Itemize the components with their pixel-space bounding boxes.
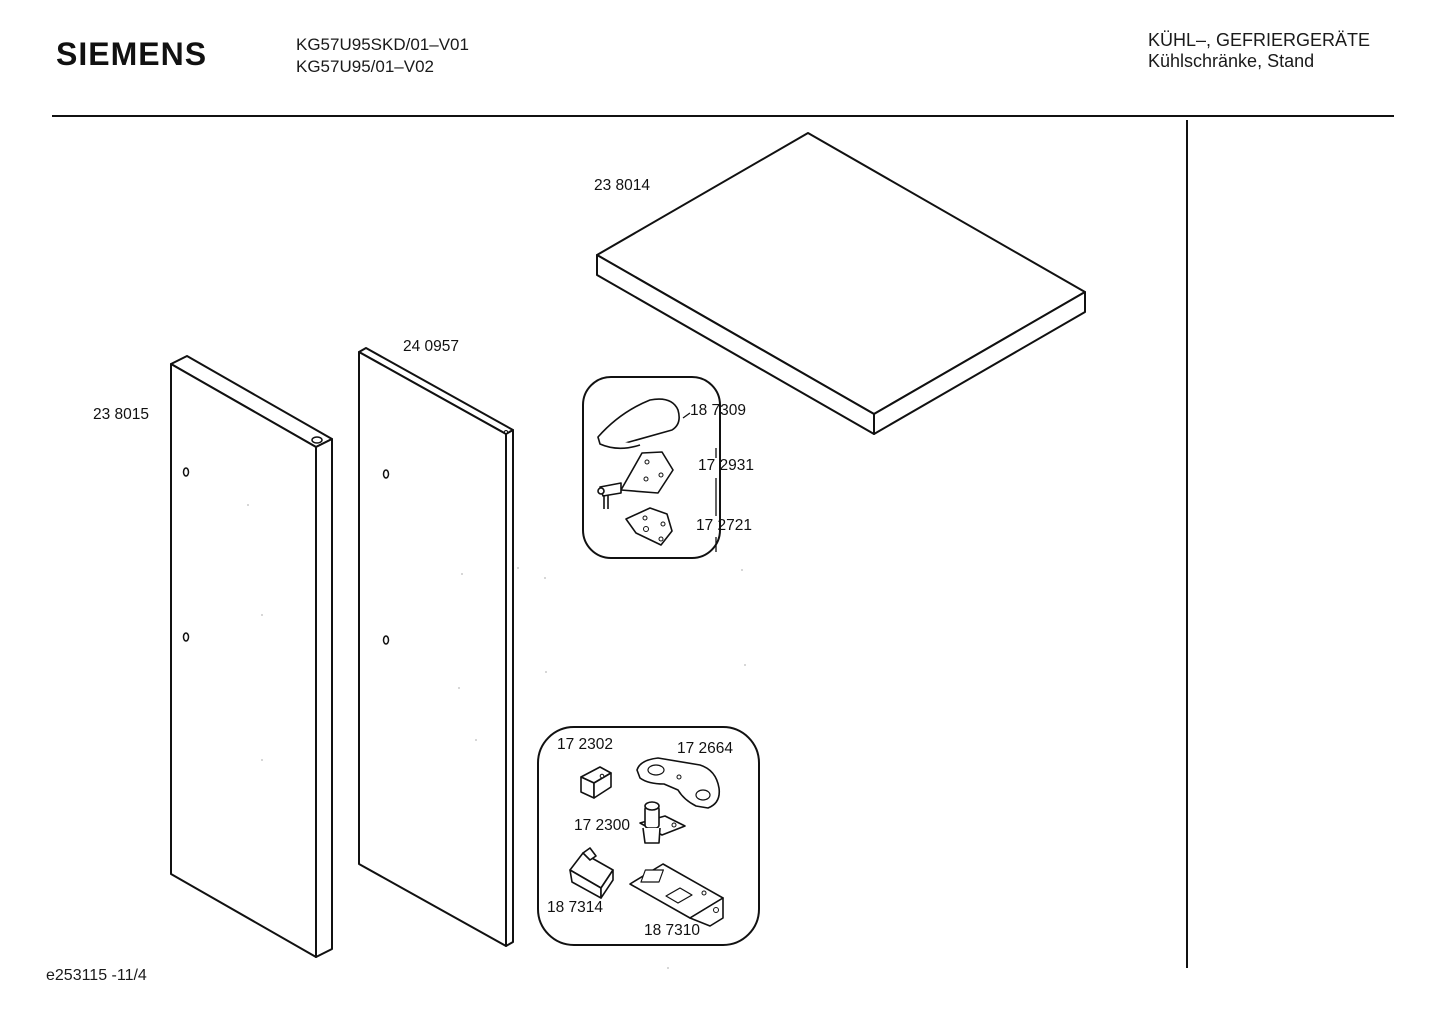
hinge-plate-part[interactable] — [597, 451, 674, 509]
model-number-1: KG57U95SKD/01–V01 — [296, 35, 469, 54]
category-subtitle: Kühlschränke, Stand — [1148, 51, 1315, 71]
label-side-panel-outer: 23 8015 — [93, 406, 150, 423]
label-hinge-base-plate: 17 2721 — [696, 517, 753, 534]
hinge-upper-part[interactable] — [636, 757, 721, 809]
label-cover-cap: 18 7314 — [547, 899, 604, 916]
label-hinge-upper: 17 2664 — [677, 740, 734, 757]
label-bracket-small: 17 2302 — [557, 736, 614, 753]
cover-cap-part[interactable] — [569, 847, 614, 899]
top-panel-part[interactable] — [596, 132, 1086, 435]
hinge-pin-part[interactable] — [639, 801, 686, 844]
brand-logo: SIEMENS — [56, 36, 208, 72]
hinge-base-plate-part[interactable] — [625, 507, 673, 546]
bracket-small-part[interactable] — [580, 766, 612, 799]
construction-dots — [247, 504, 746, 969]
side-rule — [1186, 120, 1188, 968]
category-title: KÜHL–, GEFRIERGERÄTE — [1148, 30, 1371, 50]
leader-lines — [682, 412, 717, 552]
label-top-panel: 23 8014 — [594, 177, 651, 194]
hinge-bottom-part[interactable] — [629, 863, 724, 927]
side-panel-outer-part[interactable] — [170, 355, 333, 958]
label-hinge-bottom: 18 7310 — [644, 922, 701, 939]
header-rule — [52, 115, 1394, 117]
drawing-id: e253115 -11/4 — [46, 967, 147, 984]
hinge-cover-part[interactable] — [597, 398, 680, 450]
label-hinge-pin: 17 2300 — [574, 817, 631, 834]
model-number-2: KG57U95/01–V02 — [296, 57, 434, 76]
label-hinge-plate: 17 2931 — [698, 457, 755, 474]
side-panel-inner-part[interactable] — [358, 347, 514, 947]
label-side-panel-inner: 24 0957 — [403, 338, 460, 355]
label-hinge-cover: 18 7309 — [690, 402, 747, 419]
